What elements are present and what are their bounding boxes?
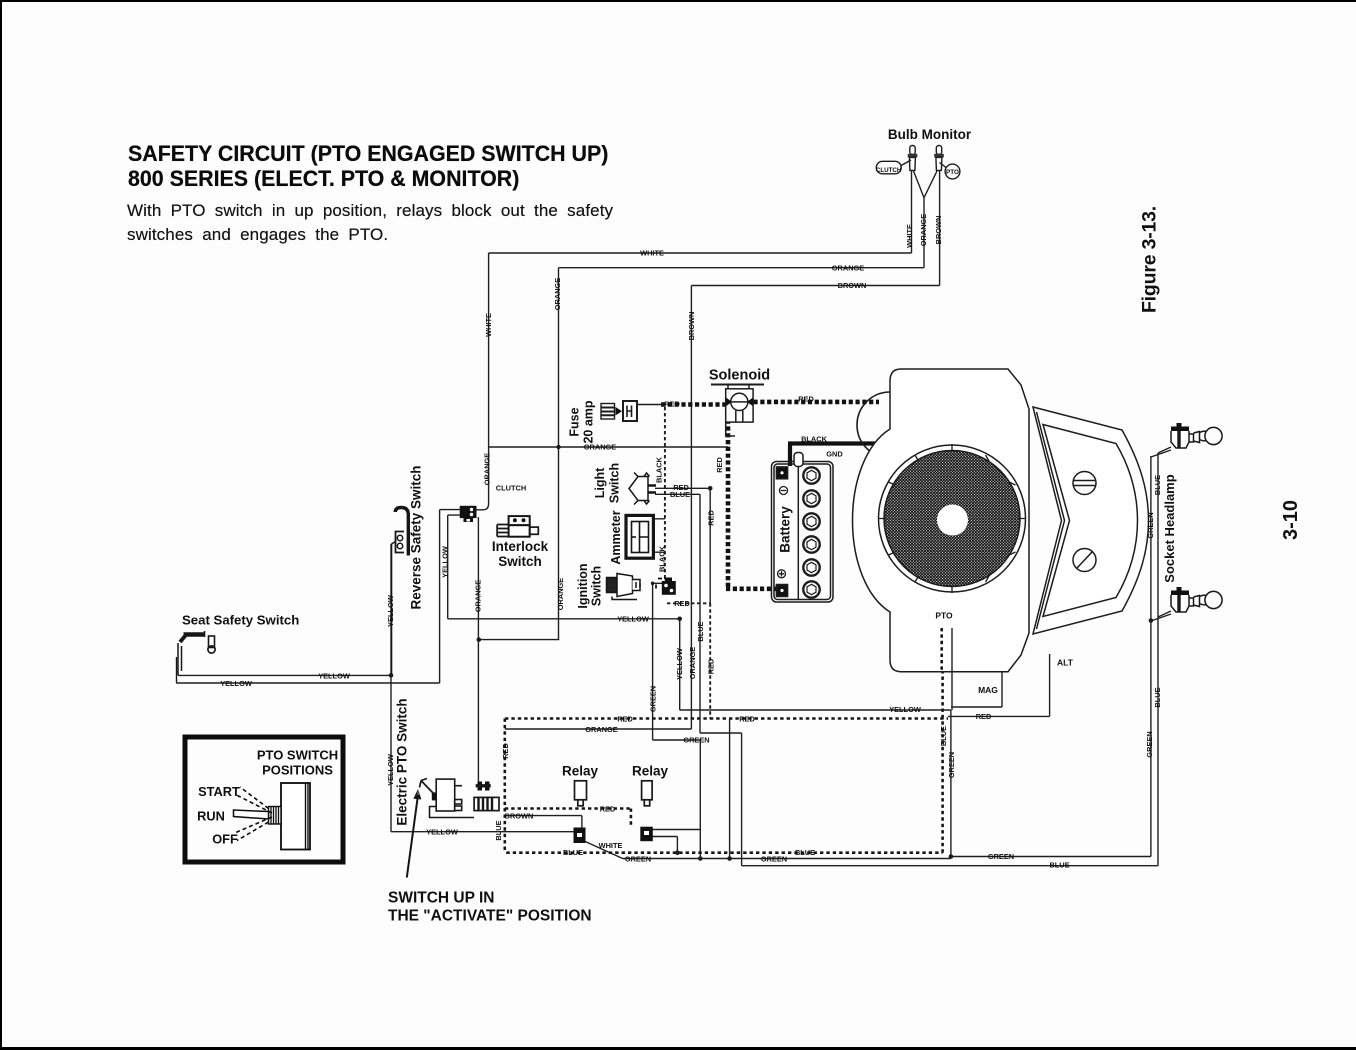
svg-text:YELLOW: YELLOW	[220, 679, 252, 688]
svg-text:SWITCH UP IN: SWITCH UP IN	[388, 890, 495, 907]
svg-text:WHITE: WHITE	[484, 313, 493, 337]
svg-text:OFF: OFF	[212, 832, 238, 847]
svg-text:RED: RED	[600, 805, 616, 814]
svg-text:YELLOW: YELLOW	[426, 827, 458, 836]
svg-text:BLACK: BLACK	[801, 435, 828, 444]
svg-text:ORANGE: ORANGE	[585, 725, 618, 734]
svg-text:Battery: Battery	[778, 506, 793, 553]
svg-text:POSITIONS: POSITIONS	[262, 763, 333, 778]
svg-text:BLUE: BLUE	[696, 621, 705, 641]
svg-text:RED: RED	[501, 743, 510, 759]
svg-text:20 amp: 20 amp	[582, 400, 596, 443]
svg-text:GND: GND	[826, 450, 843, 459]
svg-text:RED: RED	[715, 457, 724, 473]
svg-text:GREEN: GREEN	[1145, 731, 1154, 757]
svg-text:WHITE: WHITE	[640, 249, 664, 258]
svg-text:BROWN: BROWN	[934, 216, 943, 245]
svg-text:Switch: Switch	[498, 554, 542, 569]
svg-text:Ignition: Ignition	[576, 563, 590, 608]
svg-text:GREEN: GREEN	[988, 852, 1014, 861]
svg-text:START: START	[198, 784, 240, 799]
svg-text:Reverse Safety Switch: Reverse Safety Switch	[409, 465, 424, 609]
svg-text:GREEN: GREEN	[1146, 512, 1155, 538]
svg-text:YELLOW: YELLOW	[675, 648, 684, 680]
svg-text:RUN: RUN	[197, 809, 225, 824]
svg-text:CLUTCH: CLUTCH	[876, 167, 902, 174]
svg-text:BLUE: BLUE	[795, 848, 815, 857]
svg-text:BLUE: BLUE	[494, 820, 503, 840]
svg-text:RED: RED	[798, 394, 814, 403]
svg-text:RED: RED	[707, 510, 716, 526]
svg-text:WHITE: WHITE	[599, 841, 623, 850]
svg-text:BROWN: BROWN	[838, 281, 867, 290]
svg-text:ORANGE: ORANGE	[553, 278, 562, 311]
svg-text:GREEN: GREEN	[625, 854, 651, 863]
svg-text:Switch: Switch	[608, 463, 622, 503]
svg-text:GREEN: GREEN	[649, 686, 658, 712]
svg-text:CLUTCH: CLUTCH	[496, 484, 526, 493]
svg-text:Light: Light	[593, 467, 607, 498]
svg-text:Relay: Relay	[632, 764, 669, 779]
svg-text:RED: RED	[674, 599, 690, 608]
svg-text:ORANGE: ORANGE	[483, 453, 492, 486]
svg-text:PTO: PTO	[935, 611, 953, 621]
svg-text:RED: RED	[617, 714, 633, 723]
svg-text:BLUE: BLUE	[563, 848, 583, 857]
svg-text:RED: RED	[664, 400, 680, 409]
svg-text:Interlock: Interlock	[492, 539, 549, 554]
svg-text:WHITE: WHITE	[905, 224, 914, 248]
svg-text:BLACK: BLACK	[658, 545, 667, 572]
svg-text:ORANGE: ORANGE	[556, 578, 565, 611]
svg-text:BLUE: BLUE	[1049, 861, 1069, 870]
svg-text:RED: RED	[707, 658, 716, 674]
svg-text:GREEN: GREEN	[947, 752, 956, 778]
svg-text:YELLOW: YELLOW	[386, 595, 395, 627]
svg-text:THE "ACTIVATE" POSITION: THE "ACTIVATE" POSITION	[388, 908, 592, 925]
svg-text:Ammeter: Ammeter	[609, 510, 623, 564]
svg-text:PTO SWITCH: PTO SWITCH	[257, 748, 338, 763]
svg-text:RED: RED	[673, 483, 689, 492]
svg-text:Electric PTO Switch: Electric PTO Switch	[395, 698, 410, 825]
svg-text:YELLOW: YELLOW	[386, 754, 395, 786]
svg-text:RED: RED	[976, 712, 992, 721]
svg-text:Solenoid: Solenoid	[709, 368, 770, 384]
svg-text:BLUE: BLUE	[939, 726, 948, 746]
svg-text:ORANGE: ORANGE	[474, 580, 483, 613]
svg-text:YELLOW: YELLOW	[617, 615, 649, 624]
svg-text:RED: RED	[739, 714, 755, 723]
svg-text:ORANGE: ORANGE	[832, 263, 865, 272]
svg-text:BLUE: BLUE	[670, 490, 690, 499]
svg-text:GREEN: GREEN	[761, 854, 787, 863]
svg-text:Relay: Relay	[562, 764, 599, 779]
svg-text:Seat Safety Switch: Seat Safety Switch	[182, 613, 299, 628]
svg-text:Figure 3-13.: Figure 3-13.	[1139, 206, 1161, 313]
svg-text:Fuse: Fuse	[568, 407, 582, 436]
svg-text:YELLOW: YELLOW	[889, 705, 921, 714]
svg-text:BLUE: BLUE	[1153, 687, 1162, 707]
svg-text:MAG: MAG	[978, 685, 998, 695]
svg-text:Bulb Monitor: Bulb Monitor	[888, 127, 972, 142]
svg-text:Switch: Switch	[590, 566, 604, 606]
svg-text:BROWN: BROWN	[687, 312, 696, 341]
svg-text:ORANGE: ORANGE	[584, 443, 617, 452]
svg-text:YELLOW: YELLOW	[318, 672, 350, 681]
svg-text:ALT: ALT	[1057, 658, 1074, 668]
svg-text:BLACK: BLACK	[655, 456, 664, 483]
svg-text:GREEN: GREEN	[683, 736, 709, 745]
svg-text:Socket Headlamp: Socket Headlamp	[1162, 474, 1177, 582]
svg-text:BLUE: BLUE	[1153, 475, 1162, 495]
svg-text:3-10: 3-10	[1280, 500, 1302, 540]
svg-text:BROWN: BROWN	[505, 811, 534, 820]
svg-text:PTO: PTO	[946, 169, 959, 176]
svg-text:ORANGE: ORANGE	[919, 214, 928, 247]
svg-text:ORANGE: ORANGE	[688, 647, 697, 680]
svg-text:YELLOW: YELLOW	[441, 546, 450, 578]
